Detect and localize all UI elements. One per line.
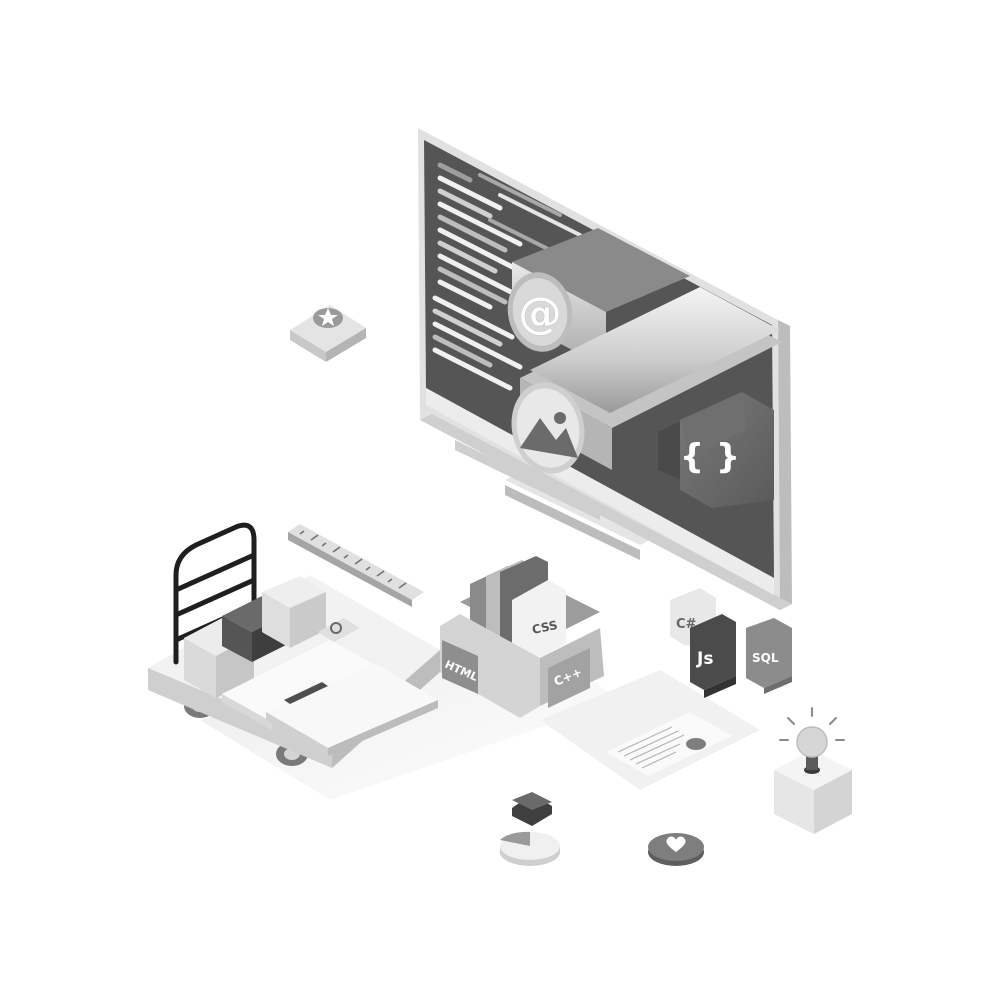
- search-tag: [318, 618, 360, 642]
- email-roll: @: [507, 228, 690, 368]
- image-roll: [511, 287, 782, 474]
- at-icon: @: [518, 288, 562, 339]
- image-icon: [520, 412, 578, 458]
- pie-chart-object: [500, 792, 560, 866]
- css-card: [512, 580, 566, 662]
- star-badge: [290, 305, 366, 362]
- js-label: Js: [696, 649, 713, 669]
- heart-coin: [648, 833, 704, 866]
- js-card: [690, 614, 736, 690]
- html-card: [442, 640, 478, 694]
- css-label: CSS: [531, 618, 559, 637]
- code-lines: [432, 162, 582, 391]
- search-icon: [330, 622, 342, 634]
- ruler: [288, 524, 424, 607]
- floor-document: [606, 712, 732, 776]
- braces-block: { }: [658, 392, 774, 508]
- tablet: [266, 664, 438, 748]
- sql-label: SQL: [752, 651, 779, 665]
- cpp-card: [548, 648, 590, 708]
- star-icon: [318, 308, 338, 326]
- cart: [148, 522, 440, 768]
- pie-chart-icon: [512, 792, 552, 826]
- language-box: CSS HTML C++: [440, 556, 604, 718]
- heart-icon: [666, 836, 686, 852]
- lightbulb-icon: [779, 707, 845, 774]
- sql-card: [746, 618, 792, 688]
- braces-icon: { }: [680, 437, 740, 477]
- monitor: @ { }: [418, 128, 792, 610]
- cart-handle: [173, 522, 257, 665]
- language-tiles: C# Js SQL: [670, 588, 792, 698]
- lightbulb-cube: [774, 707, 852, 834]
